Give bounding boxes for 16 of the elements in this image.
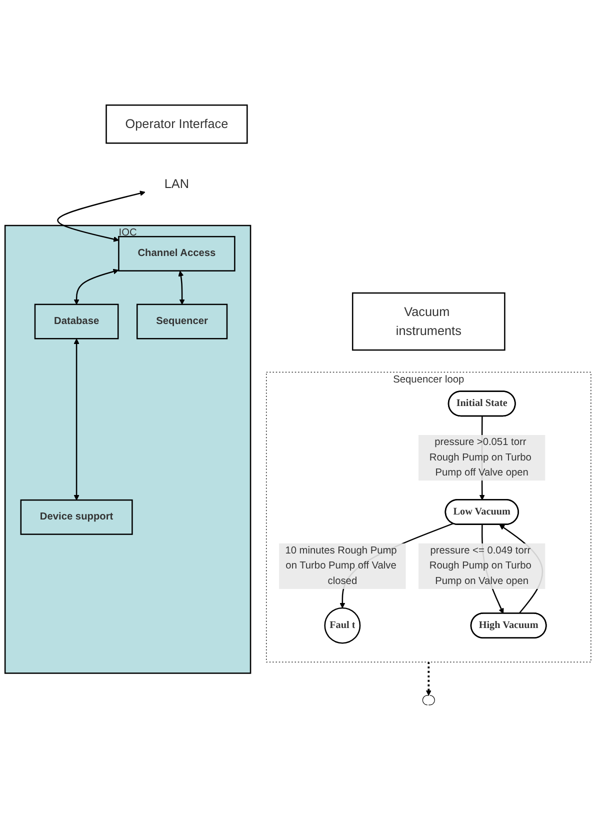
arrow [74, 268, 119, 305]
arrow [57, 190, 146, 242]
arrow [178, 270, 185, 305]
node-box: Database [34, 304, 119, 340]
edge-label: 10 minutes Rough Pump on Turbo Pump off Valve closed [285, 545, 397, 586]
edge-label: pressure >0.051 torr Rough Pump on Turbo Pump off Valve open [429, 436, 532, 478]
node-box: Device support [20, 499, 133, 535]
node-box: Sequencer [136, 304, 228, 340]
node-text: LAN [164, 177, 190, 192]
node-box: Operator Interface [106, 104, 248, 144]
arrow [74, 338, 80, 500]
node-box: Vacuum instruments [352, 292, 506, 351]
edge-label: pressure <= 0.049 torr Rough Pump on Turbo Pump on Valve open [429, 545, 532, 586]
node-box: Channel Access [118, 236, 236, 272]
node-circle: Faul t [324, 607, 361, 644]
arrow [426, 662, 432, 696]
